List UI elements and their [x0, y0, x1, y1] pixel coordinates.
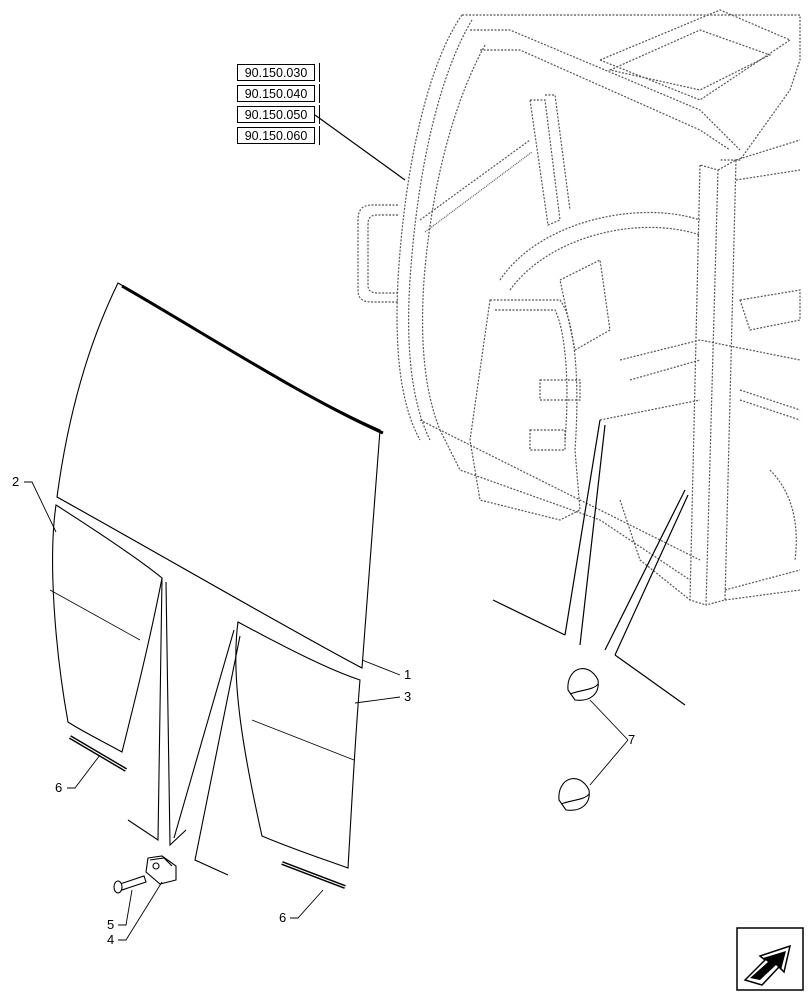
reference-box-2[interactable]: 90.150.040	[237, 84, 320, 103]
part-5-screw	[113, 875, 147, 894]
reference-box-3[interactable]: 90.150.050	[237, 105, 320, 124]
callout-2: 2	[12, 474, 20, 489]
part-2-left-lower-glass	[49, 504, 187, 847]
part-3-right-lower-glass	[173, 621, 361, 876]
callout-5: 5	[107, 917, 115, 932]
callout-3: 3	[404, 689, 412, 704]
callout-6-left: 6	[55, 780, 63, 795]
part-4-clip	[145, 855, 177, 885]
leader-lines	[314, 114, 689, 706]
arrow-return-icon[interactable]	[736, 927, 804, 991]
callout-4: 4	[107, 932, 115, 947]
callout-leaders	[24, 481, 629, 941]
callout-1: 1	[404, 667, 412, 682]
callout-7: 7	[628, 732, 636, 747]
cab-frame	[357, 9, 801, 606]
reference-box-4[interactable]: 90.150.060	[237, 126, 320, 145]
seal-highlight	[69, 736, 346, 888]
reference-box-1[interactable]: 90.150.030	[237, 63, 320, 82]
part-7-grommets	[558, 668, 599, 811]
part-1-front-glass	[56, 282, 384, 669]
callout-6-right: 6	[279, 910, 287, 925]
